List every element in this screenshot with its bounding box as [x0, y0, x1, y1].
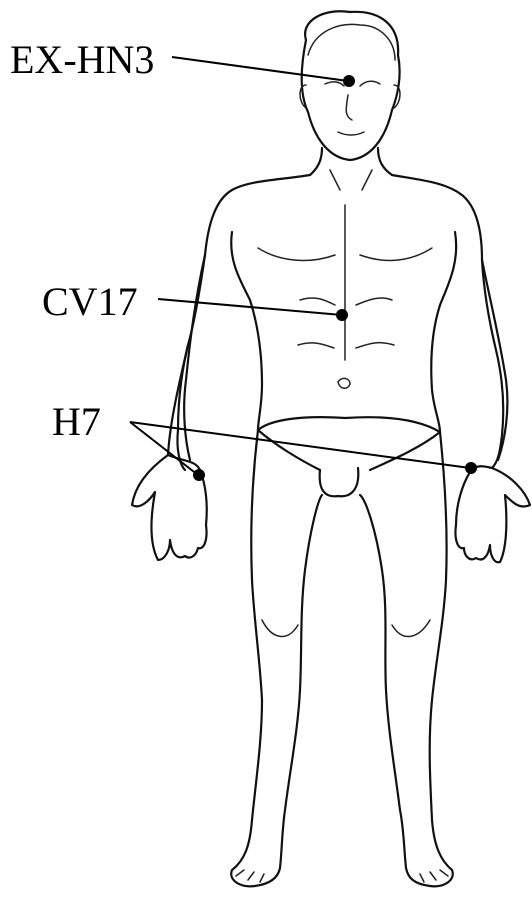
- label-h7: H7: [52, 402, 101, 442]
- point-marker-h7-left: [193, 469, 205, 481]
- point-marker-h7-right: [465, 462, 477, 474]
- label-cv17: CV17: [42, 282, 138, 322]
- leader-line-ex-hn3: [172, 57, 348, 81]
- label-ex-hn3: EX-HN3: [10, 40, 154, 80]
- point-marker-ex-hn3: [343, 75, 355, 87]
- point-marker-cv17: [336, 309, 348, 321]
